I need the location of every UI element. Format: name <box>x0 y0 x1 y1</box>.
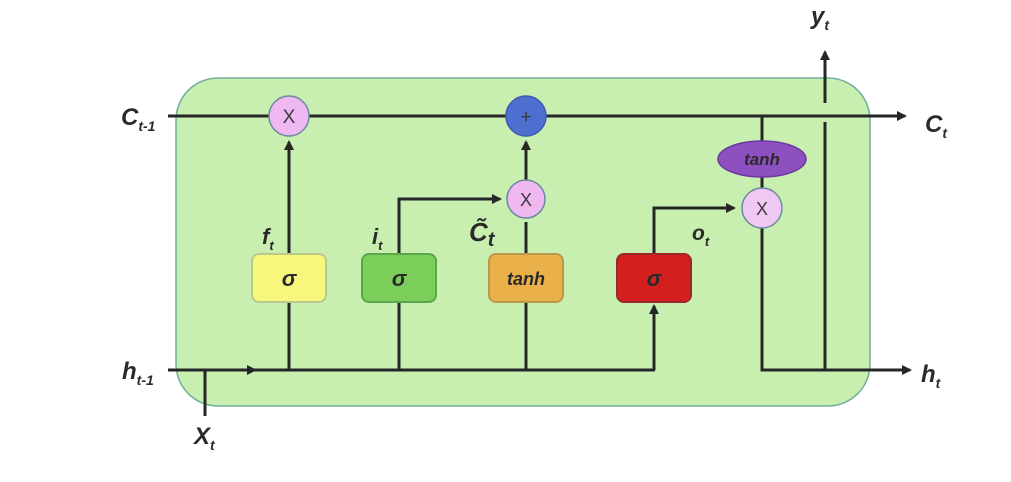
forget-multiply-op: X <box>268 95 310 137</box>
input-multiply-op: X <box>506 179 546 219</box>
output-multiply-op: X <box>741 187 783 229</box>
y-output-label: yt <box>810 3 830 33</box>
forget-gate: σ <box>251 253 327 303</box>
tanh-label: tanh <box>744 150 780 169</box>
add-symbol: + <box>520 107 531 128</box>
candidate-signal-label: C̃t <box>469 217 496 251</box>
output-path <box>652 203 736 254</box>
output-gate: σ <box>616 253 692 303</box>
input-signal-label: it <box>372 224 383 253</box>
c-output-label: Ct <box>925 111 948 141</box>
multiply-symbol: X <box>520 190 532 210</box>
forget-signal-label: ft <box>262 224 274 253</box>
x-input-label: Xt <box>192 423 216 453</box>
multiply-symbol: X <box>756 199 768 219</box>
cell-body <box>175 77 871 407</box>
candidate-gate: tanh <box>488 253 564 303</box>
input-gate: σ <box>361 253 437 303</box>
tanh-label: tanh <box>507 269 545 289</box>
cell-tanh-op: tanh <box>717 140 807 178</box>
c-prev-label: Ct-1 <box>121 104 156 134</box>
add-op: + <box>505 95 547 137</box>
h-prev-label: ht-1 <box>122 358 154 388</box>
input-path <box>397 194 502 370</box>
sigma-symbol: σ <box>392 266 408 291</box>
mult-to-h <box>760 226 912 375</box>
multiply-symbol: X <box>283 107 296 128</box>
h-output-label: ht <box>921 361 942 391</box>
output-signal-label: ot <box>692 222 710 249</box>
sigma-symbol: σ <box>647 266 663 291</box>
sigma-symbol: σ <box>282 266 298 291</box>
